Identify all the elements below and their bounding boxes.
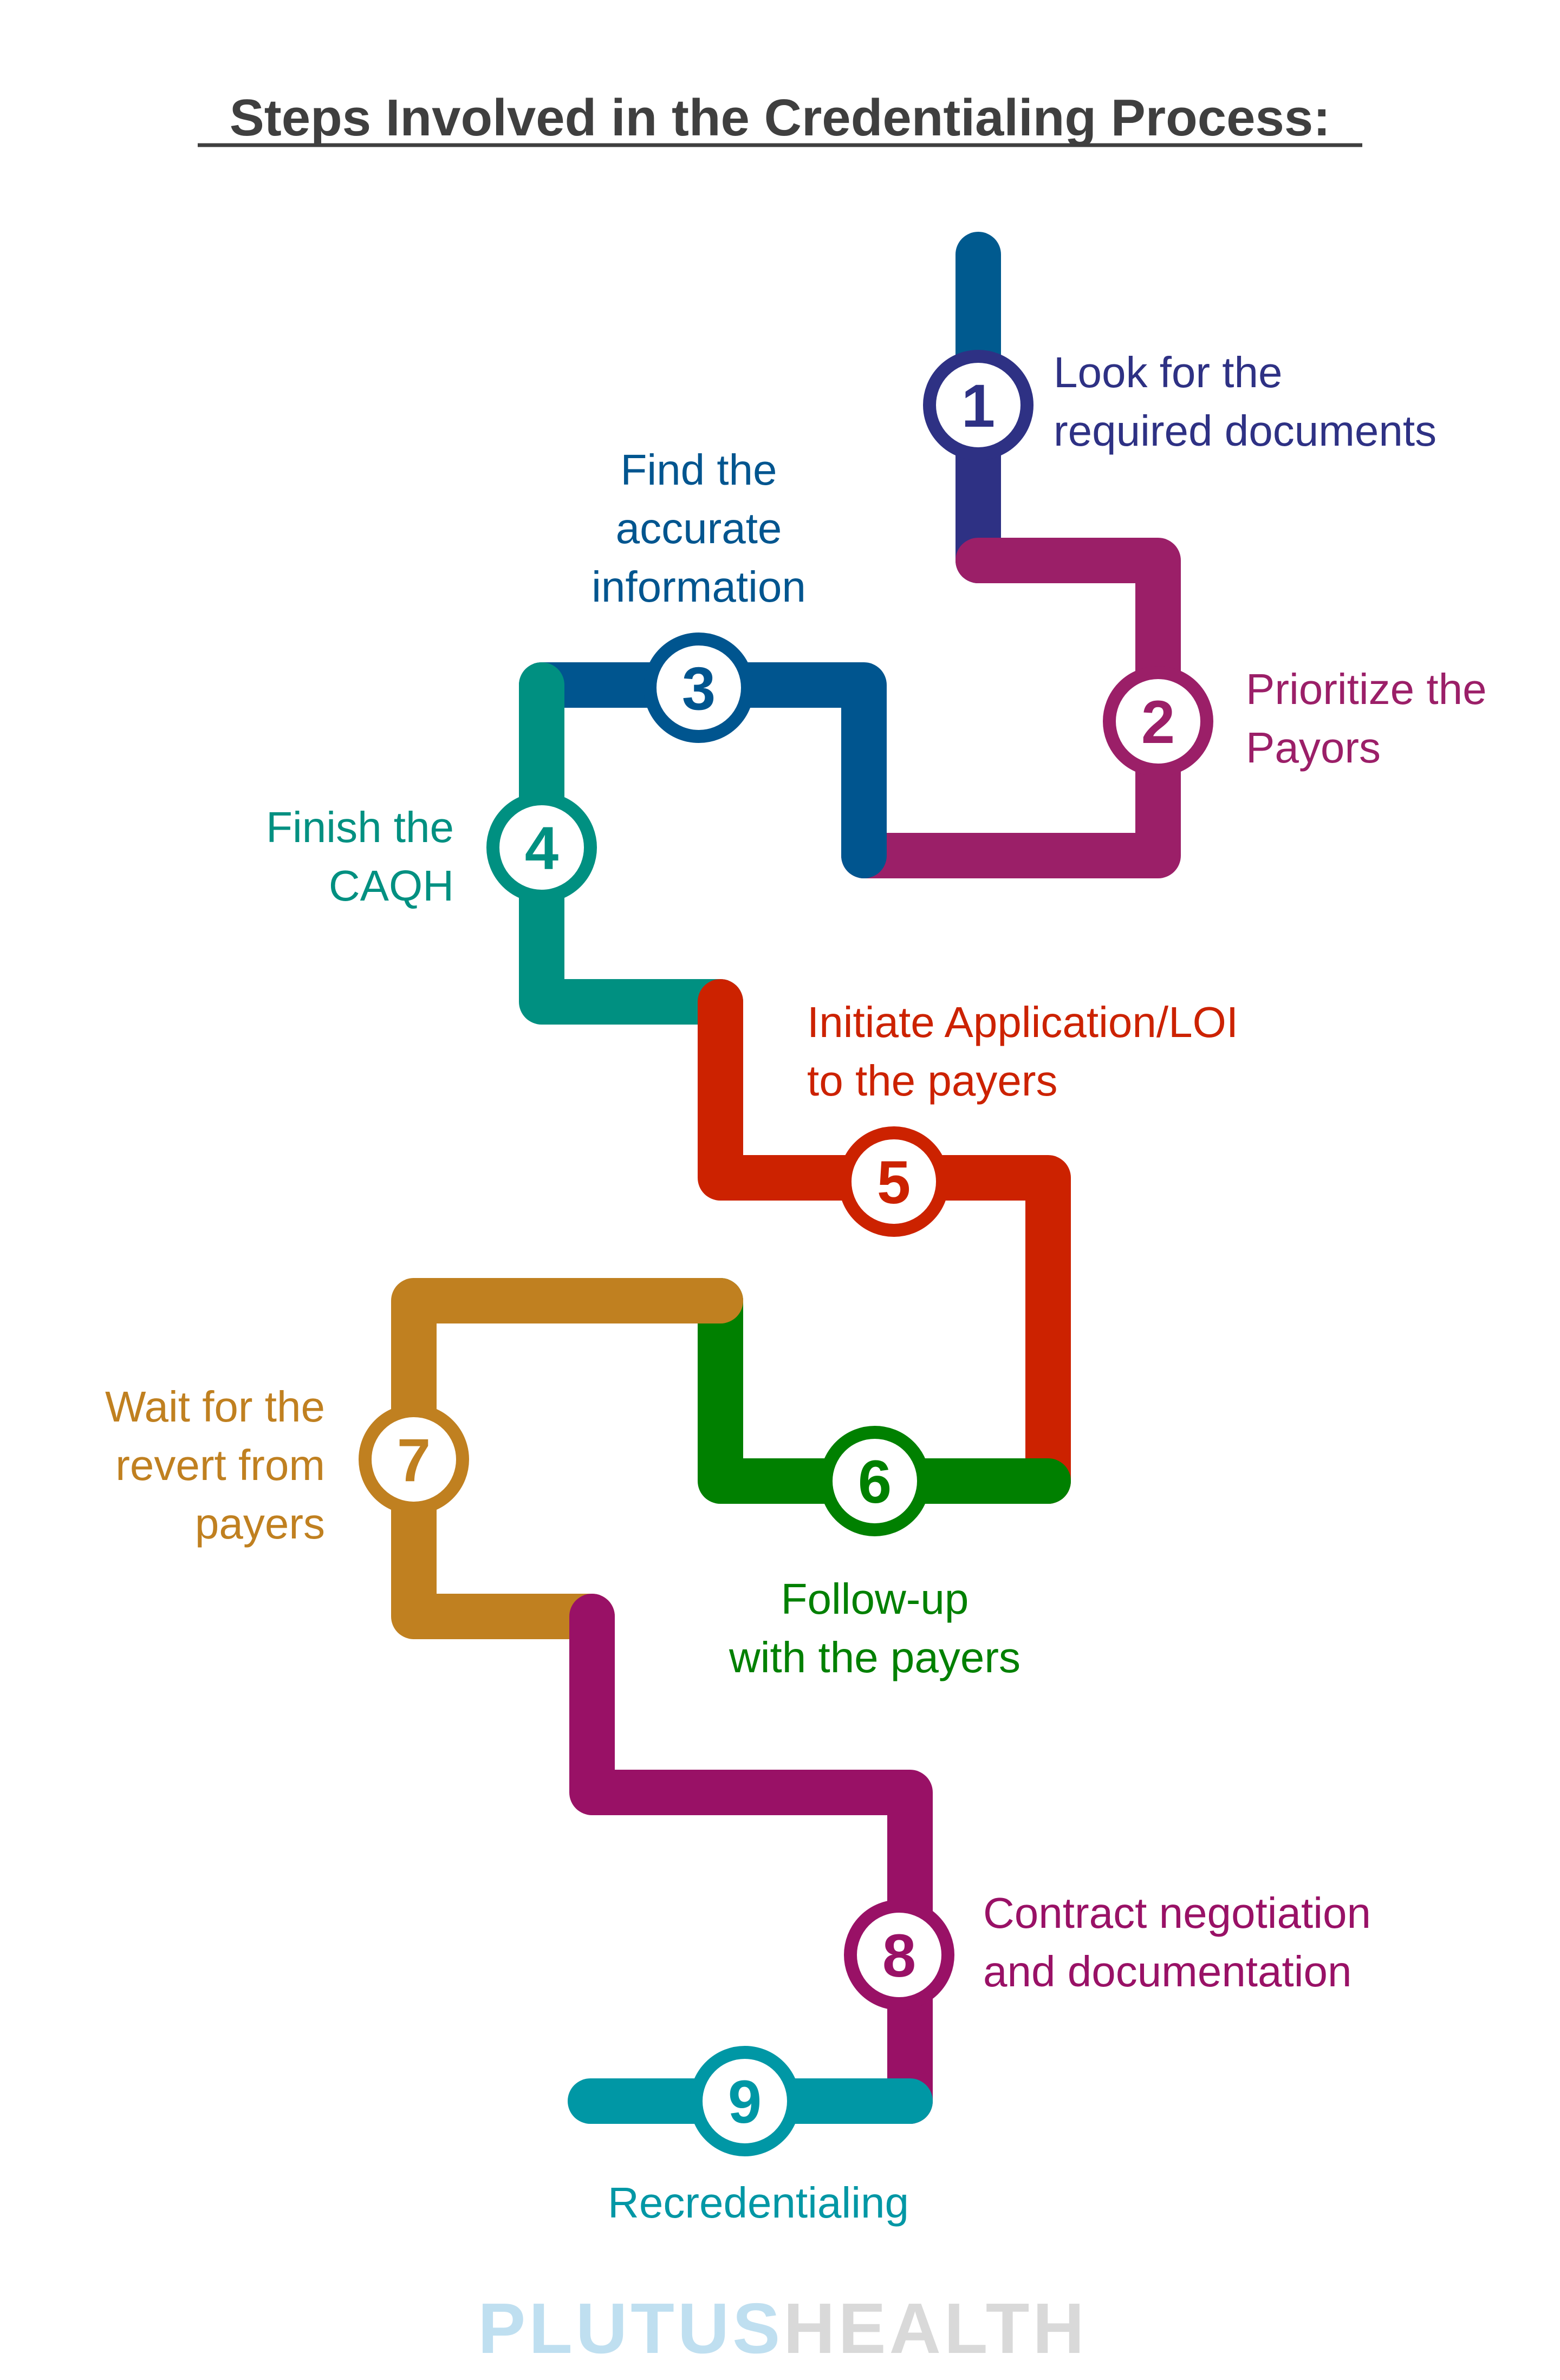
step-4-number: 4 (525, 814, 558, 882)
step-9-node: 9 (690, 2046, 800, 2156)
step-6-number: 6 (858, 1448, 892, 1516)
step-2-label-line: Payors (1246, 723, 1381, 772)
step-8-node: 8 (844, 1900, 954, 2010)
step-5-label-line: Initiate Application/LOI (807, 998, 1238, 1046)
step-3-circle (644, 633, 754, 743)
step-3-number: 3 (682, 655, 716, 722)
brand-part2: HEALTH (783, 2288, 1088, 2368)
step-1-label-line: required documents (1054, 407, 1436, 455)
step-8-number: 8 (882, 1922, 916, 1990)
step-4-label-line: Finish the (266, 803, 454, 851)
step4-segment (519, 662, 743, 1025)
step-1-number: 1 (961, 372, 995, 440)
brand-part1: PLUTUS (478, 2288, 783, 2368)
step-5-label: Initiate Application/LOI to the payers (807, 998, 1238, 1105)
step-3-node: 3 (644, 633, 754, 743)
step-2-node: 2 (1103, 666, 1213, 777)
step-2-number: 2 (1141, 688, 1175, 756)
step-9-label-line: Recredentialing (608, 2179, 909, 2227)
step-6-label-line: Follow-up (781, 1575, 969, 1623)
step-1-label-line: Look for the (1054, 348, 1283, 396)
step-1-label: Look for the required documents (1054, 348, 1436, 455)
step-3-label: Find the accurate information (592, 446, 806, 611)
step-7-label: Wait for the revert from payers (105, 1383, 325, 1548)
page-title: Steps Involved in the Credentialing Proc… (230, 89, 1331, 147)
step-9-label: Recredentialing (608, 2179, 909, 2227)
step-8-label-line: and documentation (983, 1947, 1352, 1996)
step-7-label-line: revert from (115, 1441, 325, 1489)
step-8-label-line: Contract negotiation (983, 1889, 1371, 1937)
step-3-label-line: accurate (616, 504, 782, 552)
step-3-label-line: Find the (620, 446, 777, 494)
step6-segment (698, 1278, 1071, 1504)
step-8-circle (844, 1900, 954, 2010)
step-5-number: 5 (877, 1149, 911, 1216)
step-5-node: 5 (838, 1126, 949, 1237)
step8-segment (569, 1594, 933, 2124)
step-2-label-line: Prioritize the (1246, 665, 1487, 713)
step-6-node: 6 (820, 1426, 930, 1536)
step-2-circle (1103, 666, 1213, 777)
step-9-number: 9 (728, 2068, 762, 2136)
step-4-node: 4 (486, 792, 597, 903)
step-7-node: 7 (359, 1404, 469, 1515)
process-path (391, 232, 1181, 2124)
step-7-number: 7 (397, 1426, 431, 1494)
step-7-label-line: payers (195, 1499, 325, 1548)
step-6-label: Follow-up with the payers (729, 1575, 1020, 1681)
step-5-circle (838, 1126, 949, 1237)
step-5-label-line: to the payers (807, 1057, 1058, 1105)
step-8-label: Contract negotiation and documentation (983, 1889, 1371, 1996)
step-6-label-line: with the payers (729, 1633, 1020, 1681)
step-7-circle (359, 1404, 469, 1515)
step-4-label-line: CAQH (329, 862, 454, 910)
step-3-label-line: information (592, 563, 806, 611)
step-6-circle (820, 1426, 930, 1536)
brand-logo: PLUTUSHEALTH (478, 2288, 1088, 2368)
step-1-circle (923, 350, 1034, 460)
step-7-label-line: Wait for the (105, 1383, 325, 1431)
step-labels: Look for the required documentsPrioritize… (105, 348, 1487, 2227)
step-9-circle (690, 2046, 800, 2156)
step-1-node: 1 (923, 350, 1034, 460)
step-4-circle (486, 792, 597, 903)
step-nodes: 1 2 3 4 5 6 7 8 9 (359, 350, 1213, 2156)
